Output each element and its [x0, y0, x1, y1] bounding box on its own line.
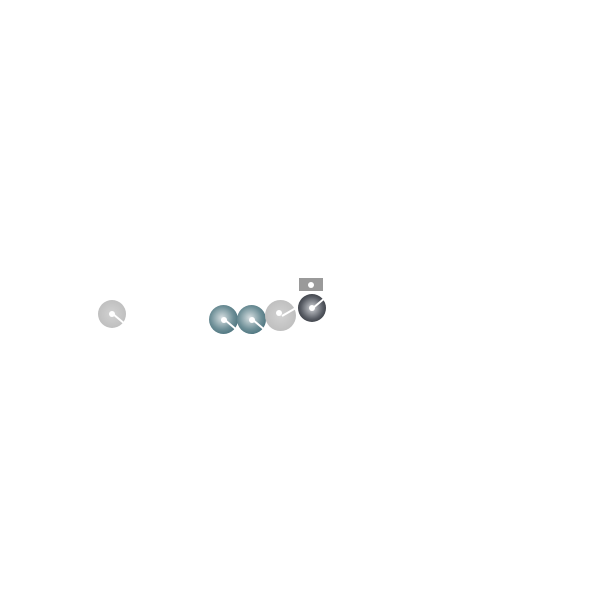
disc-piece-1[interactable]: [98, 300, 126, 328]
disc-piece-5[interactable]: [298, 294, 326, 322]
disc-hole-icon: [248, 316, 255, 323]
block-hole-icon: [308, 282, 314, 288]
disc-piece-3[interactable]: [237, 305, 266, 334]
disc-hole-icon: [220, 316, 227, 323]
disc-slit-icon: [251, 318, 265, 330]
disc-slit-icon: [223, 318, 237, 330]
block-piece[interactable]: [299, 278, 323, 291]
disc-piece-2[interactable]: [209, 305, 238, 334]
disc-slit-icon: [312, 298, 325, 309]
disc-hole-icon: [109, 311, 115, 317]
disc-hole-icon: [309, 305, 315, 311]
disc-hole-icon: [275, 310, 282, 317]
disc-slit-icon: [112, 313, 125, 324]
disc-piece-4[interactable]: [265, 300, 296, 331]
disc-slit-icon: [281, 306, 296, 317]
